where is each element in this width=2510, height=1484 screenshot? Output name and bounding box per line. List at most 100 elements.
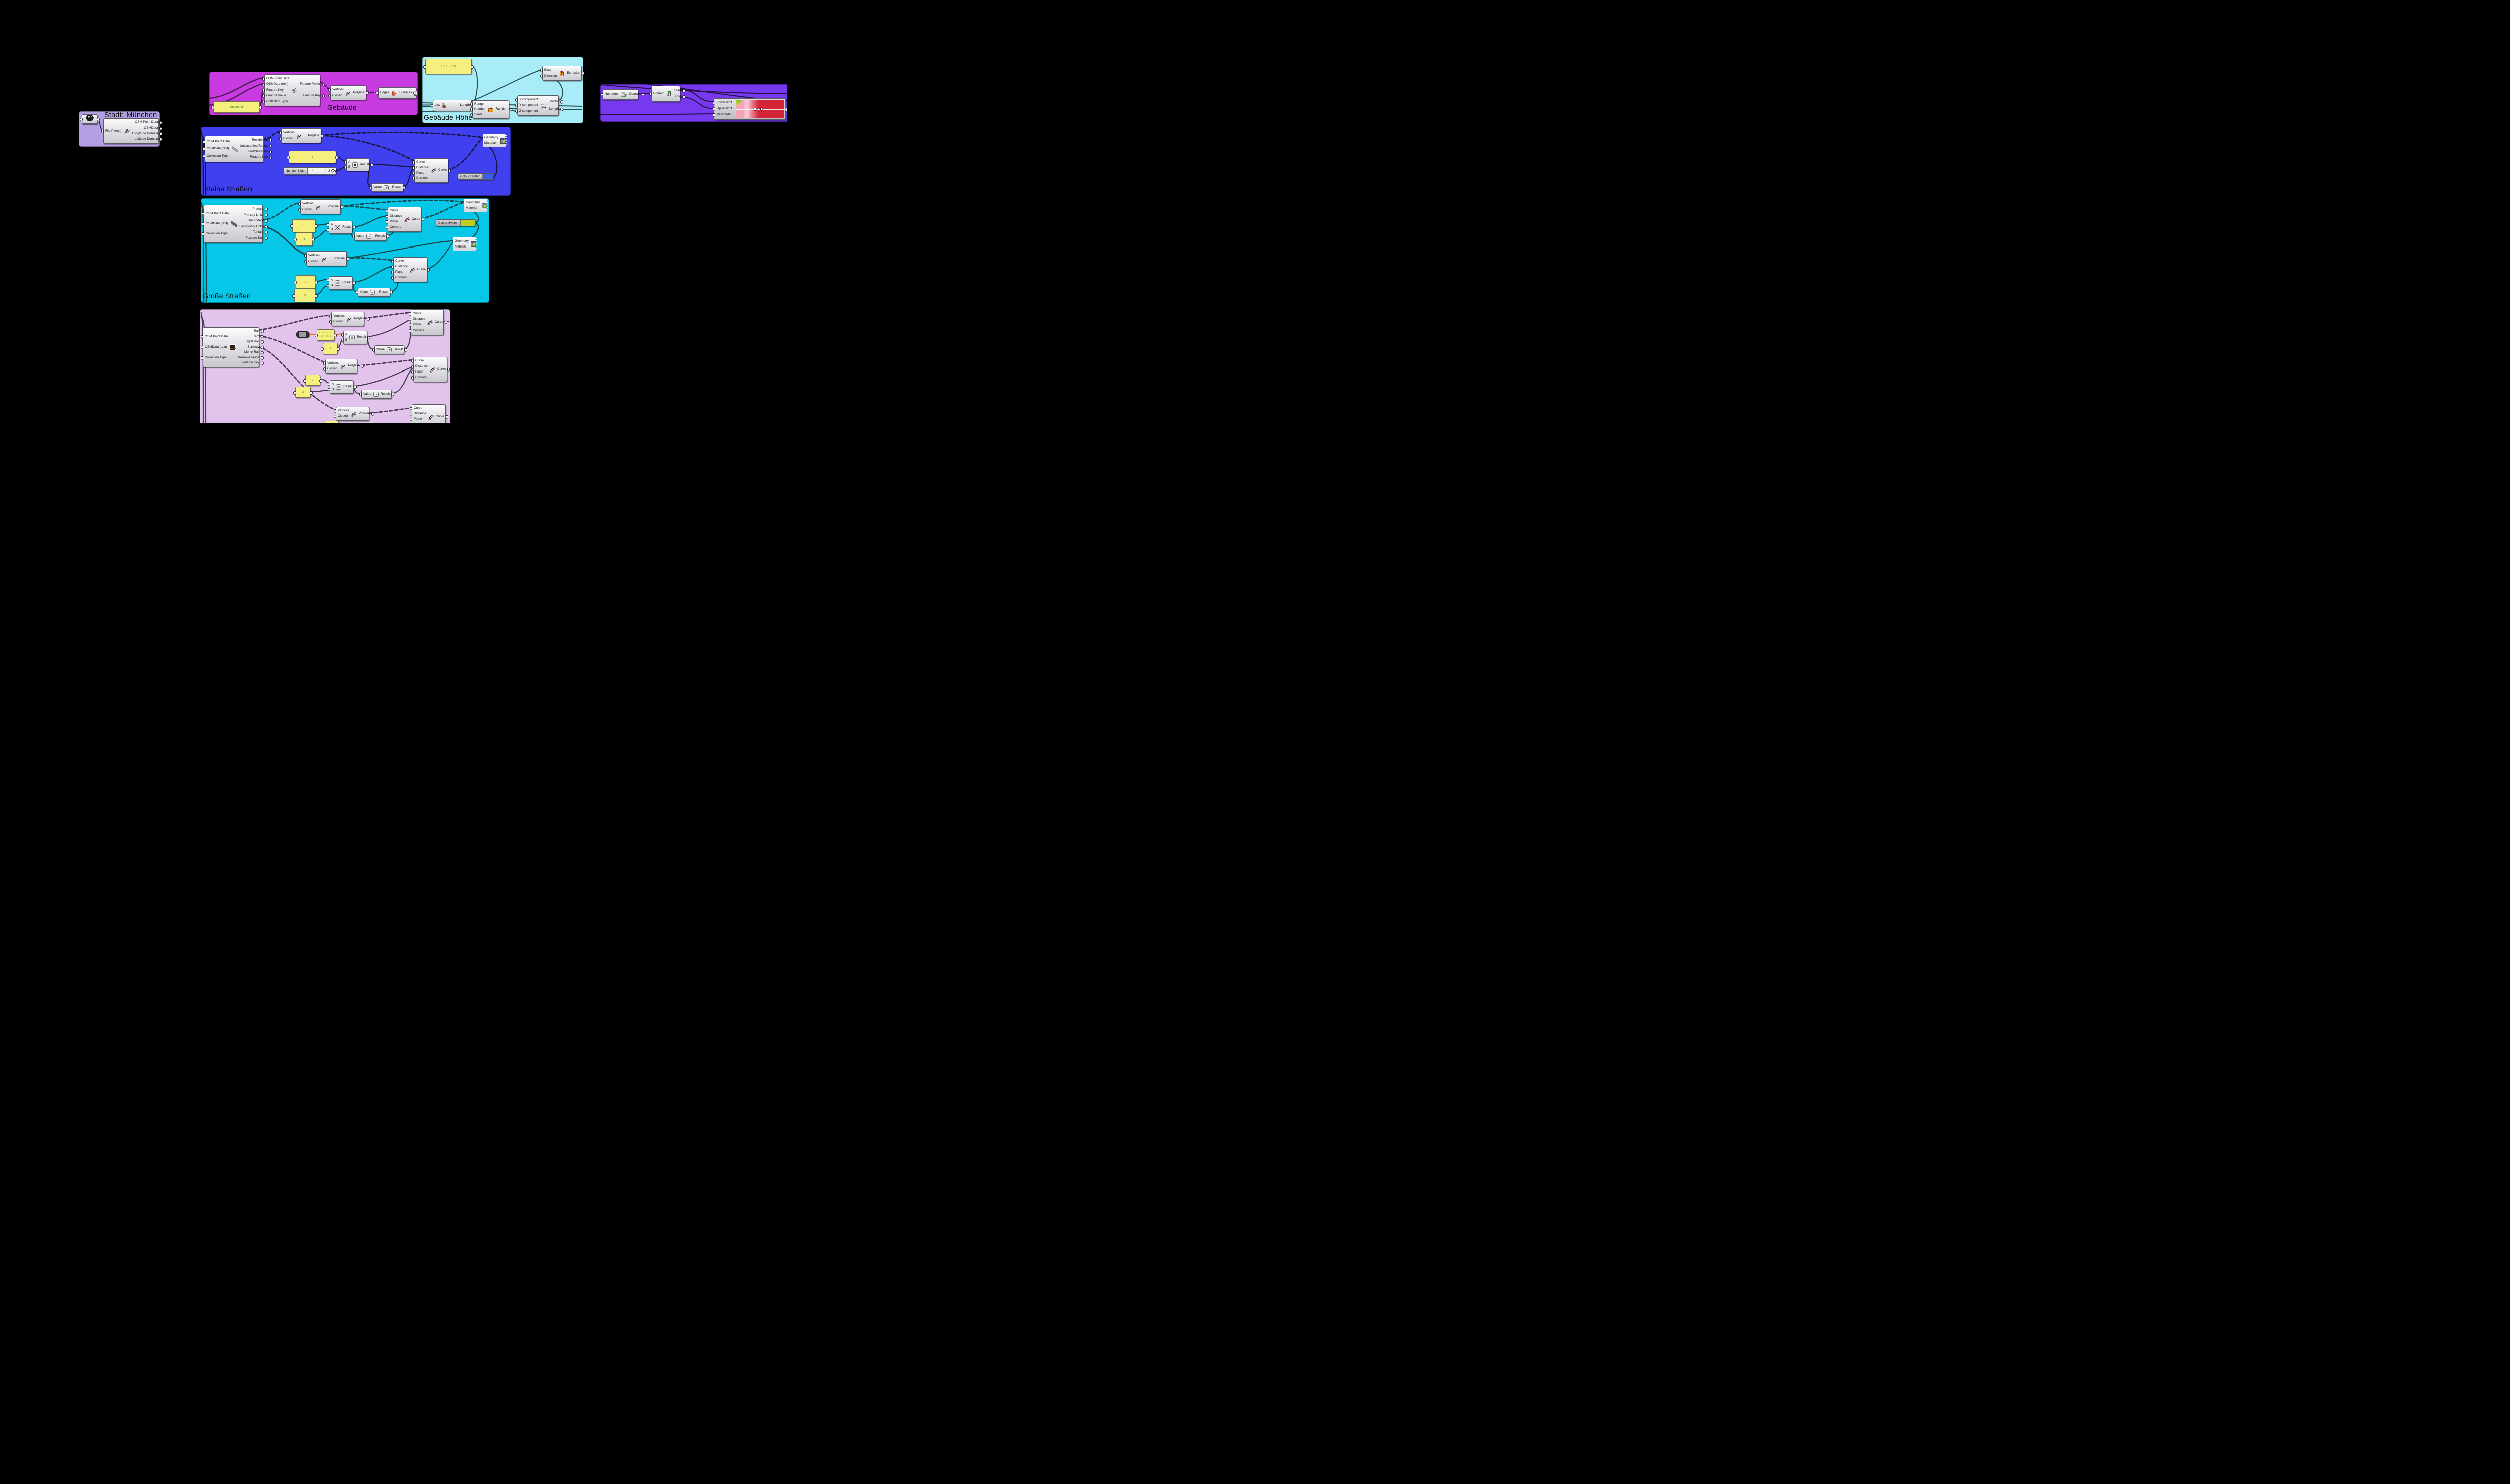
port-in[interactable]: Lower limit xyxy=(715,101,734,105)
colour-swatch-kleine[interactable]: Colour Swatch xyxy=(458,173,494,180)
swatch-color[interactable] xyxy=(483,174,494,179)
connector[interactable] xyxy=(315,224,318,228)
connector[interactable] xyxy=(211,106,214,109)
port-in[interactable]: Range xyxy=(473,102,485,106)
connector[interactable] xyxy=(334,334,337,337)
connector[interactable] xyxy=(310,391,313,395)
port-out[interactable]: Result xyxy=(341,225,353,229)
port-in[interactable]: Curve xyxy=(411,312,423,315)
port-out[interactable]: Vector xyxy=(548,100,560,103)
connector[interactable] xyxy=(303,379,306,383)
node-negative-kleine[interactable]: Value Result xyxy=(371,183,403,192)
colour-swatch-grosse[interactable]: Colour Swatch xyxy=(436,219,476,226)
port-in[interactable]: B xyxy=(329,284,334,287)
port-in[interactable]: Closed xyxy=(331,94,344,97)
port-in[interactable]: Upper limit xyxy=(715,107,734,110)
node-deconstruct-domain[interactable]: Domain Start End xyxy=(651,86,683,102)
port-in[interactable]: Distance xyxy=(394,265,409,268)
port-out[interactable]: End xyxy=(674,95,682,98)
port-in[interactable]: Corners xyxy=(394,276,408,279)
panel-grosse-a2[interactable]: 3 xyxy=(294,232,315,246)
port-in[interactable]: A xyxy=(347,160,352,164)
port-in[interactable]: Distance xyxy=(411,317,427,321)
port-out[interactable]: Start xyxy=(673,89,683,92)
port-in[interactable]: Curve xyxy=(414,359,425,363)
port-in[interactable]: OSMData (text) xyxy=(205,147,230,150)
port-in[interactable]: Parameter xyxy=(715,113,734,116)
node-negative-oepnv-2[interactable]: Value Result xyxy=(361,390,392,399)
port-out[interactable]: Result xyxy=(342,385,354,388)
port-out[interactable]: Domain xyxy=(628,92,642,96)
port-in[interactable]: B xyxy=(330,388,335,391)
number-slider[interactable]: Number Slider 3 xyxy=(284,167,336,175)
connector[interactable] xyxy=(423,65,426,69)
node-boundary-surfaces[interactable]: Edges Surfaces ⬇ xyxy=(378,87,418,99)
node-vector-xyz[interactable]: X component Y component Z component Vect… xyxy=(517,95,559,116)
port-out[interactable]: Curve xyxy=(434,415,446,418)
connector[interactable] xyxy=(312,238,315,241)
panel-grosse-a1[interactable]: 1 xyxy=(290,219,318,232)
port-in[interactable]: Material xyxy=(453,245,468,249)
port-out[interactable]: Primary xyxy=(250,207,265,211)
port-in[interactable]: Seed xyxy=(473,113,483,116)
gradient-handle[interactable] xyxy=(754,107,757,111)
panel-oepnv-b2[interactable]: 3 xyxy=(293,387,313,398)
node-polyline-oepnv-2[interactable]: Vertices Closed Polyline xyxy=(325,359,359,374)
connector[interactable] xyxy=(80,118,83,121)
node-polyline-oepnv-3[interactable]: Vertices Closed Polyline xyxy=(336,407,370,421)
port-out[interactable]: Result xyxy=(355,335,367,339)
port-in[interactable]: Vertices xyxy=(331,88,345,91)
node-polyline-kleine[interactable]: Vertices Closed Polyline xyxy=(281,128,321,143)
port-in[interactable]: Vertices xyxy=(301,202,315,205)
port-in[interactable]: OSMData (text) xyxy=(204,222,229,225)
node-custom-preview-kleine[interactable]: Geometry Material xyxy=(483,134,507,147)
panel-kleine-width[interactable]: 5 xyxy=(287,151,338,163)
node-osm-data-oepnv[interactable]: OSM Point Data OSMData (text) Collection… xyxy=(203,327,259,367)
port-in[interactable]: Collection Type xyxy=(205,154,230,158)
node-list-length[interactable]: List Length xyxy=(433,100,472,111)
connector[interactable] xyxy=(294,281,297,284)
node-multiply-grosse-2[interactable]: A B Result xyxy=(329,276,353,290)
node-multiply-oepnv-2[interactable]: A B Result xyxy=(330,380,354,394)
node-custom-preview-grosse-1[interactable]: Geometry Material xyxy=(464,199,488,212)
port-out[interactable]: Length xyxy=(548,107,561,111)
port-in[interactable]: Collection Type xyxy=(204,232,229,235)
port-out[interactable]: Unclassified Roads xyxy=(238,144,269,148)
port-out[interactable]: Polyline xyxy=(353,317,367,320)
port-in[interactable]: Curve xyxy=(394,260,405,263)
panel-oepnv-b1[interactable]: 1 xyxy=(303,375,322,386)
node-multiply-oepnv-1[interactable]: A B Result xyxy=(343,331,367,344)
port-in[interactable]: Closed xyxy=(332,320,345,323)
port-out[interactable]: Longitude Domain xyxy=(131,132,160,135)
port-in[interactable]: Curve xyxy=(412,407,424,410)
port-out[interactable]: Extrusion xyxy=(565,71,582,75)
port-out[interactable]: Curve xyxy=(416,268,427,271)
connector[interactable] xyxy=(97,118,100,121)
port-out[interactable]: Result xyxy=(341,281,353,284)
panel-oepnv-cut[interactable] xyxy=(324,421,339,423)
port-out[interactable]: Curve xyxy=(436,367,447,371)
port-out[interactable]: Feature Key xyxy=(244,236,265,240)
port-in[interactable]: OSM Point Data xyxy=(203,335,229,338)
port-out[interactable]: Feature Points xyxy=(298,82,322,86)
node-osm-import-muenchen[interactable]: File.P (text) OSM Point Data OSMData Lon… xyxy=(103,118,159,144)
port-out[interactable]: Result xyxy=(358,163,370,166)
node-extrusion[interactable]: Base Direction Extrusion xyxy=(542,66,582,81)
node-polyline-gebaeude[interactable]: Vertices Closed Polyline xyxy=(330,85,366,100)
node-osm-data-kleine[interactable]: OSM Point Data OSMData (text) Collection… xyxy=(205,136,268,162)
port-out[interactable]: Result xyxy=(374,234,386,238)
connector[interactable] xyxy=(287,156,290,159)
node-polyline-grosse-1[interactable]: Vertices Closed Polyline xyxy=(300,199,341,214)
connector[interactable] xyxy=(335,156,338,159)
node-osm-data-grosse[interactable]: OSM Point Data OSMData (text) Collection… xyxy=(204,205,263,243)
node-multiply-grosse-1[interactable]: A B Result xyxy=(329,221,352,234)
node-bounds[interactable]: Numbers Domain xyxy=(603,89,640,100)
port-in[interactable]: A xyxy=(329,278,334,282)
connector[interactable] xyxy=(337,347,340,351)
port-in[interactable]: Material xyxy=(464,206,479,210)
connector[interactable] xyxy=(315,281,318,284)
node-negative-grosse-1[interactable]: Value Result xyxy=(354,232,387,241)
port-in[interactable]: Feature Value xyxy=(265,94,288,97)
port-out[interactable]: Curve xyxy=(433,320,445,324)
port-out[interactable]: OSMData xyxy=(142,126,159,130)
